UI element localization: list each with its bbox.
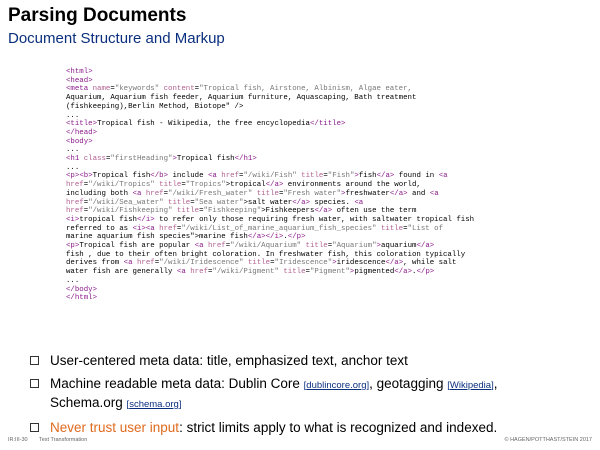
code-line: derives from <a href="/wiki/Iridescence"… [66, 259, 457, 268]
bullet-text: Schema.org [50, 395, 127, 410]
code-line: href="/wiki/Sea_water" title="Sea water"… [66, 198, 364, 207]
code-line: ... [66, 276, 80, 285]
code-line: ... [66, 163, 80, 172]
bullet-text: User-centered meta data: title, emphasiz… [50, 353, 408, 368]
code-line: <head> [66, 76, 93, 85]
bullet-text: , geotagging [369, 376, 448, 391]
dublincore-link[interactable]: dublincore.org [306, 380, 367, 391]
wikipedia-link[interactable]: Wikipedia [449, 380, 492, 391]
code-line: <html> [66, 68, 93, 76]
code-line: (fishkeeping),Berlin Method, Biotope" /> [66, 102, 244, 111]
code-line: </body> [66, 285, 98, 294]
bullet-machine-readable: Machine readable meta data: Dublin Core … [30, 375, 590, 413]
bullet-list: User-centered meta data: title, emphasiz… [30, 352, 590, 442]
copyright: © HAGEN/POTTHAST/STEIN 2017 [504, 437, 593, 443]
bullet-text: : strict limits apply to what is recogni… [179, 420, 498, 435]
code-line: ... [66, 111, 80, 120]
code-line: ... [66, 146, 80, 155]
code-line: referred to as <i><a href="/wiki/List_of… [66, 224, 444, 233]
schema-org-link[interactable]: schema.org [129, 399, 179, 410]
slide-subtitle: Document Structure and Markup [8, 30, 225, 47]
html-code-listing: <html><head><meta name="keywords" conten… [66, 68, 596, 303]
checkbox-bullet-icon [30, 423, 39, 432]
slide-footer: IR:III-30 Text Transformation © HAGEN/PO… [8, 437, 592, 443]
code-line: Aquarium, Aquarium fish feeder, Aquarium… [66, 94, 417, 103]
code-line: fish , due to their often bright colorat… [66, 250, 466, 259]
bullet-never-trust: Never trust user input: strict limits ap… [30, 419, 590, 436]
code-line: <title>Tropical fish - Wikipedia, the fr… [66, 120, 346, 129]
code-line: <p>Tropical fish are popular <a href="/w… [66, 242, 435, 251]
bullet-text: , [493, 376, 498, 391]
code-line: <i>tropical fish</i> to refer only those… [66, 215, 475, 224]
code-line: </html> [66, 294, 98, 303]
page-number: IR:III-30 [8, 437, 28, 443]
code-line: href="/wiki/Tropics" title="Tropics">tro… [66, 181, 421, 190]
code-line: marine aquarium fish species">marine fis… [66, 233, 306, 242]
section-name: Text Transformation [39, 437, 88, 443]
code-line: <p><b>Tropical fish</b> include <a href=… [66, 172, 448, 181]
bullet-text: Machine readable meta data: Dublin Core [50, 376, 304, 391]
code-line: <h1 class="firstHeading">Tropical fish</… [66, 155, 257, 164]
code-line: <meta name="keywords" content="Tropical … [66, 85, 412, 94]
bullet-user-centered: User-centered meta data: title, emphasiz… [30, 352, 590, 369]
checkbox-bullet-icon [30, 379, 39, 388]
code-line: href="/wiki/Fishkeeping" title="Fishkeep… [66, 207, 417, 216]
slide-title: Parsing Documents [8, 5, 187, 26]
code-line: water fish are generally <a href="/wiki/… [66, 268, 435, 277]
code-line: <body> [66, 137, 93, 146]
code-line: </head> [66, 128, 98, 137]
warning-text: Never trust user input [50, 420, 180, 435]
code-line: including both <a href="/wiki/Fresh_wate… [66, 189, 439, 198]
checkbox-bullet-icon [30, 356, 39, 365]
